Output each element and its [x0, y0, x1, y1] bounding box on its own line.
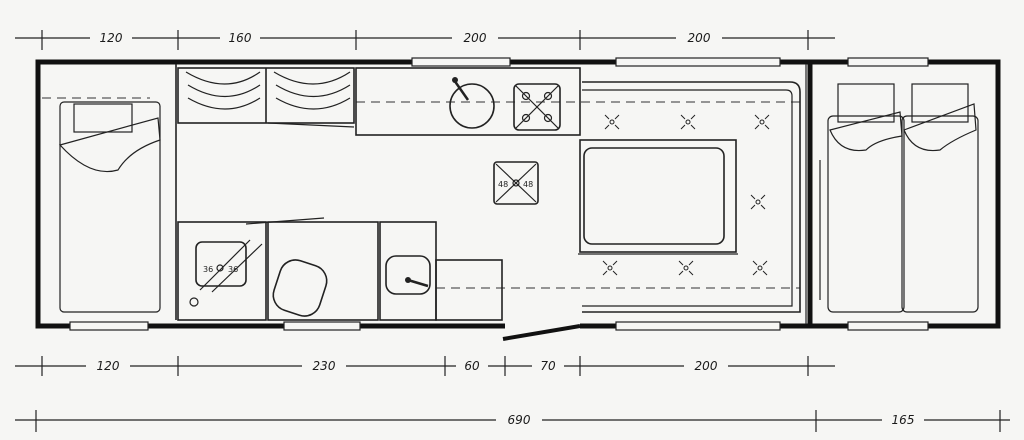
washbasin — [385, 255, 431, 295]
dim-total-length: 690 — [508, 413, 531, 427]
heater-stove — [195, 241, 247, 287]
cooktop — [513, 83, 561, 131]
window-bottom-1 — [69, 321, 149, 331]
hob-label-left: 48 — [498, 180, 508, 189]
twin-beds — [819, 83, 979, 313]
top-dimension-line: 120 160 200 200 — [15, 30, 835, 50]
bathroom-block: 36 36 — [177, 217, 503, 321]
window-top-3 — [847, 57, 929, 67]
cushion-marker — [754, 114, 770, 130]
toilet — [272, 259, 328, 317]
cushion-marker — [602, 260, 618, 276]
left-bed-blanket-fold — [58, 117, 161, 173]
left-bed — [58, 64, 177, 320]
twin-bed-right-pillow — [911, 83, 969, 123]
twin-bed-left-pillow — [837, 83, 895, 123]
window-top-1 — [411, 57, 511, 67]
round-sink — [449, 83, 495, 129]
dinette — [578, 81, 801, 313]
stove-label-right: 36 — [228, 265, 238, 274]
small-cabinet — [435, 259, 503, 321]
hob-label-right: 48 — [523, 180, 533, 189]
window-bottom-3 — [615, 321, 781, 331]
dim-bottom-2: 230 — [313, 359, 336, 373]
entrance-door — [502, 324, 581, 341]
twin-bed-left — [827, 115, 905, 313]
dim-total-extension: 165 — [892, 413, 915, 427]
dim-bottom-5: 200 — [695, 359, 718, 373]
outer-walls — [35, 57, 1001, 341]
overall-dimension-line: 690 165 — [15, 410, 1010, 432]
hob-unit: 48 48 — [493, 161, 539, 205]
kitchen-counter — [355, 67, 581, 136]
bottom-dimension-line: 120 230 60 70 200 — [15, 356, 835, 376]
dim-top-3: 200 — [464, 31, 487, 45]
window-top-2 — [615, 57, 781, 67]
window-bottom-4 — [847, 321, 929, 331]
wardrobes — [177, 67, 355, 128]
cushion-marker — [680, 114, 696, 130]
cushion-marker — [678, 260, 694, 276]
dining-table — [583, 147, 725, 245]
stove-label-left: 36 — [203, 265, 213, 274]
window-bottom-2 — [283, 321, 361, 331]
dim-bottom-1: 120 — [97, 359, 120, 373]
dim-top-1: 120 — [100, 31, 123, 45]
dashed-guides — [42, 97, 800, 289]
twin-bed-right — [901, 115, 979, 313]
dim-top-2: 160 — [229, 31, 252, 45]
cushion-marker — [750, 194, 766, 210]
cushion-marker — [752, 260, 768, 276]
dim-bottom-4: 70 — [540, 359, 556, 373]
cushion-marker — [604, 114, 620, 130]
dim-bottom-3: 60 — [464, 359, 480, 373]
left-bed-pillow — [73, 103, 133, 133]
dim-top-4: 200 — [688, 31, 711, 45]
